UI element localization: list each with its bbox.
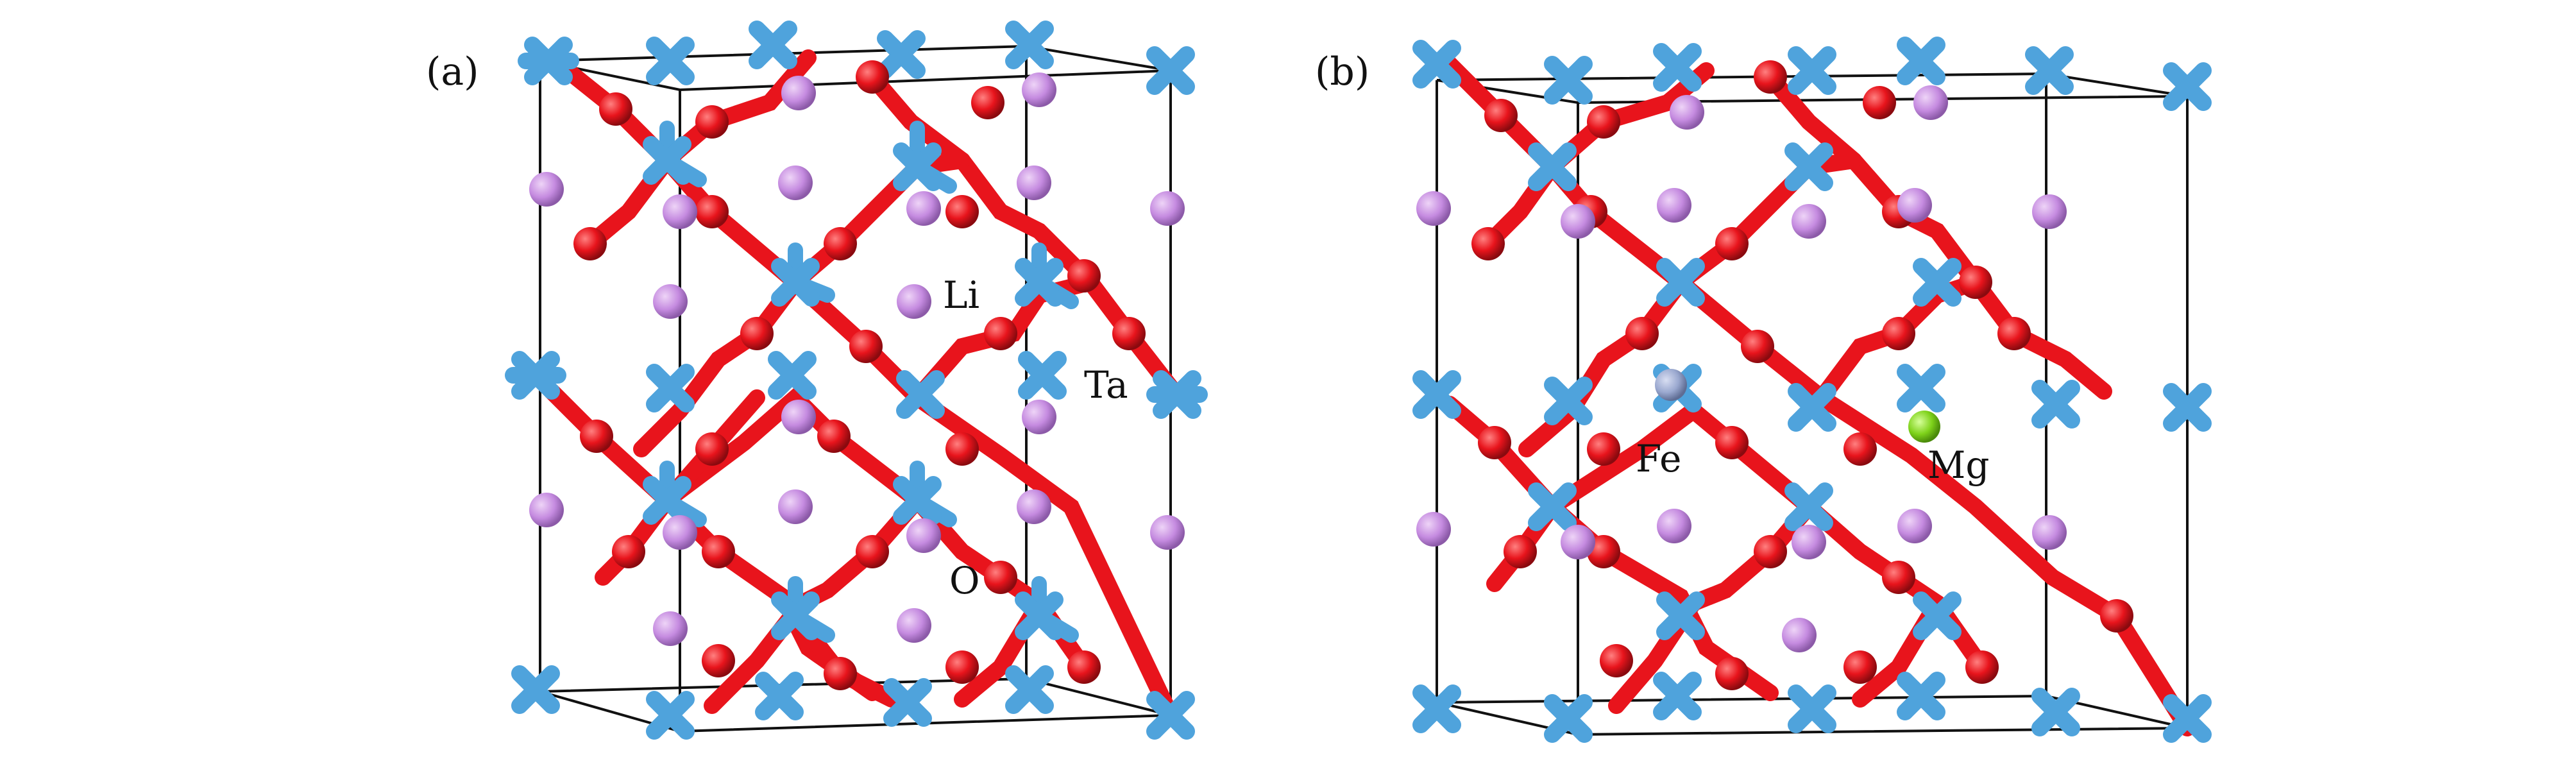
panel-a-unit-cell <box>539 44 1172 733</box>
panel-b-label: (b) <box>1315 49 1369 94</box>
panel-a-li-atoms <box>529 72 1185 646</box>
label-mg: Mg <box>1928 443 1990 487</box>
panel-a-bonds <box>543 49 1182 724</box>
label-ta: Ta <box>1084 363 1128 407</box>
label-fe: Fe <box>1636 437 1681 480</box>
mg-dopant-atom <box>1908 411 1940 443</box>
panel-a-oxygen-atoms <box>573 60 1146 690</box>
panel-b: (b) <box>1315 37 2212 743</box>
panel-b-ta-atoms <box>1412 37 2212 743</box>
panel-a-ta-atoms <box>505 21 1208 740</box>
label-li: Li <box>943 273 979 317</box>
panel-a-label: (a) <box>426 49 479 94</box>
panel-a: (a) <box>426 21 1208 740</box>
fe-dopant-atom <box>1655 369 1687 401</box>
label-o: O <box>949 559 980 602</box>
panel-b-li-atoms <box>1416 85 2067 652</box>
